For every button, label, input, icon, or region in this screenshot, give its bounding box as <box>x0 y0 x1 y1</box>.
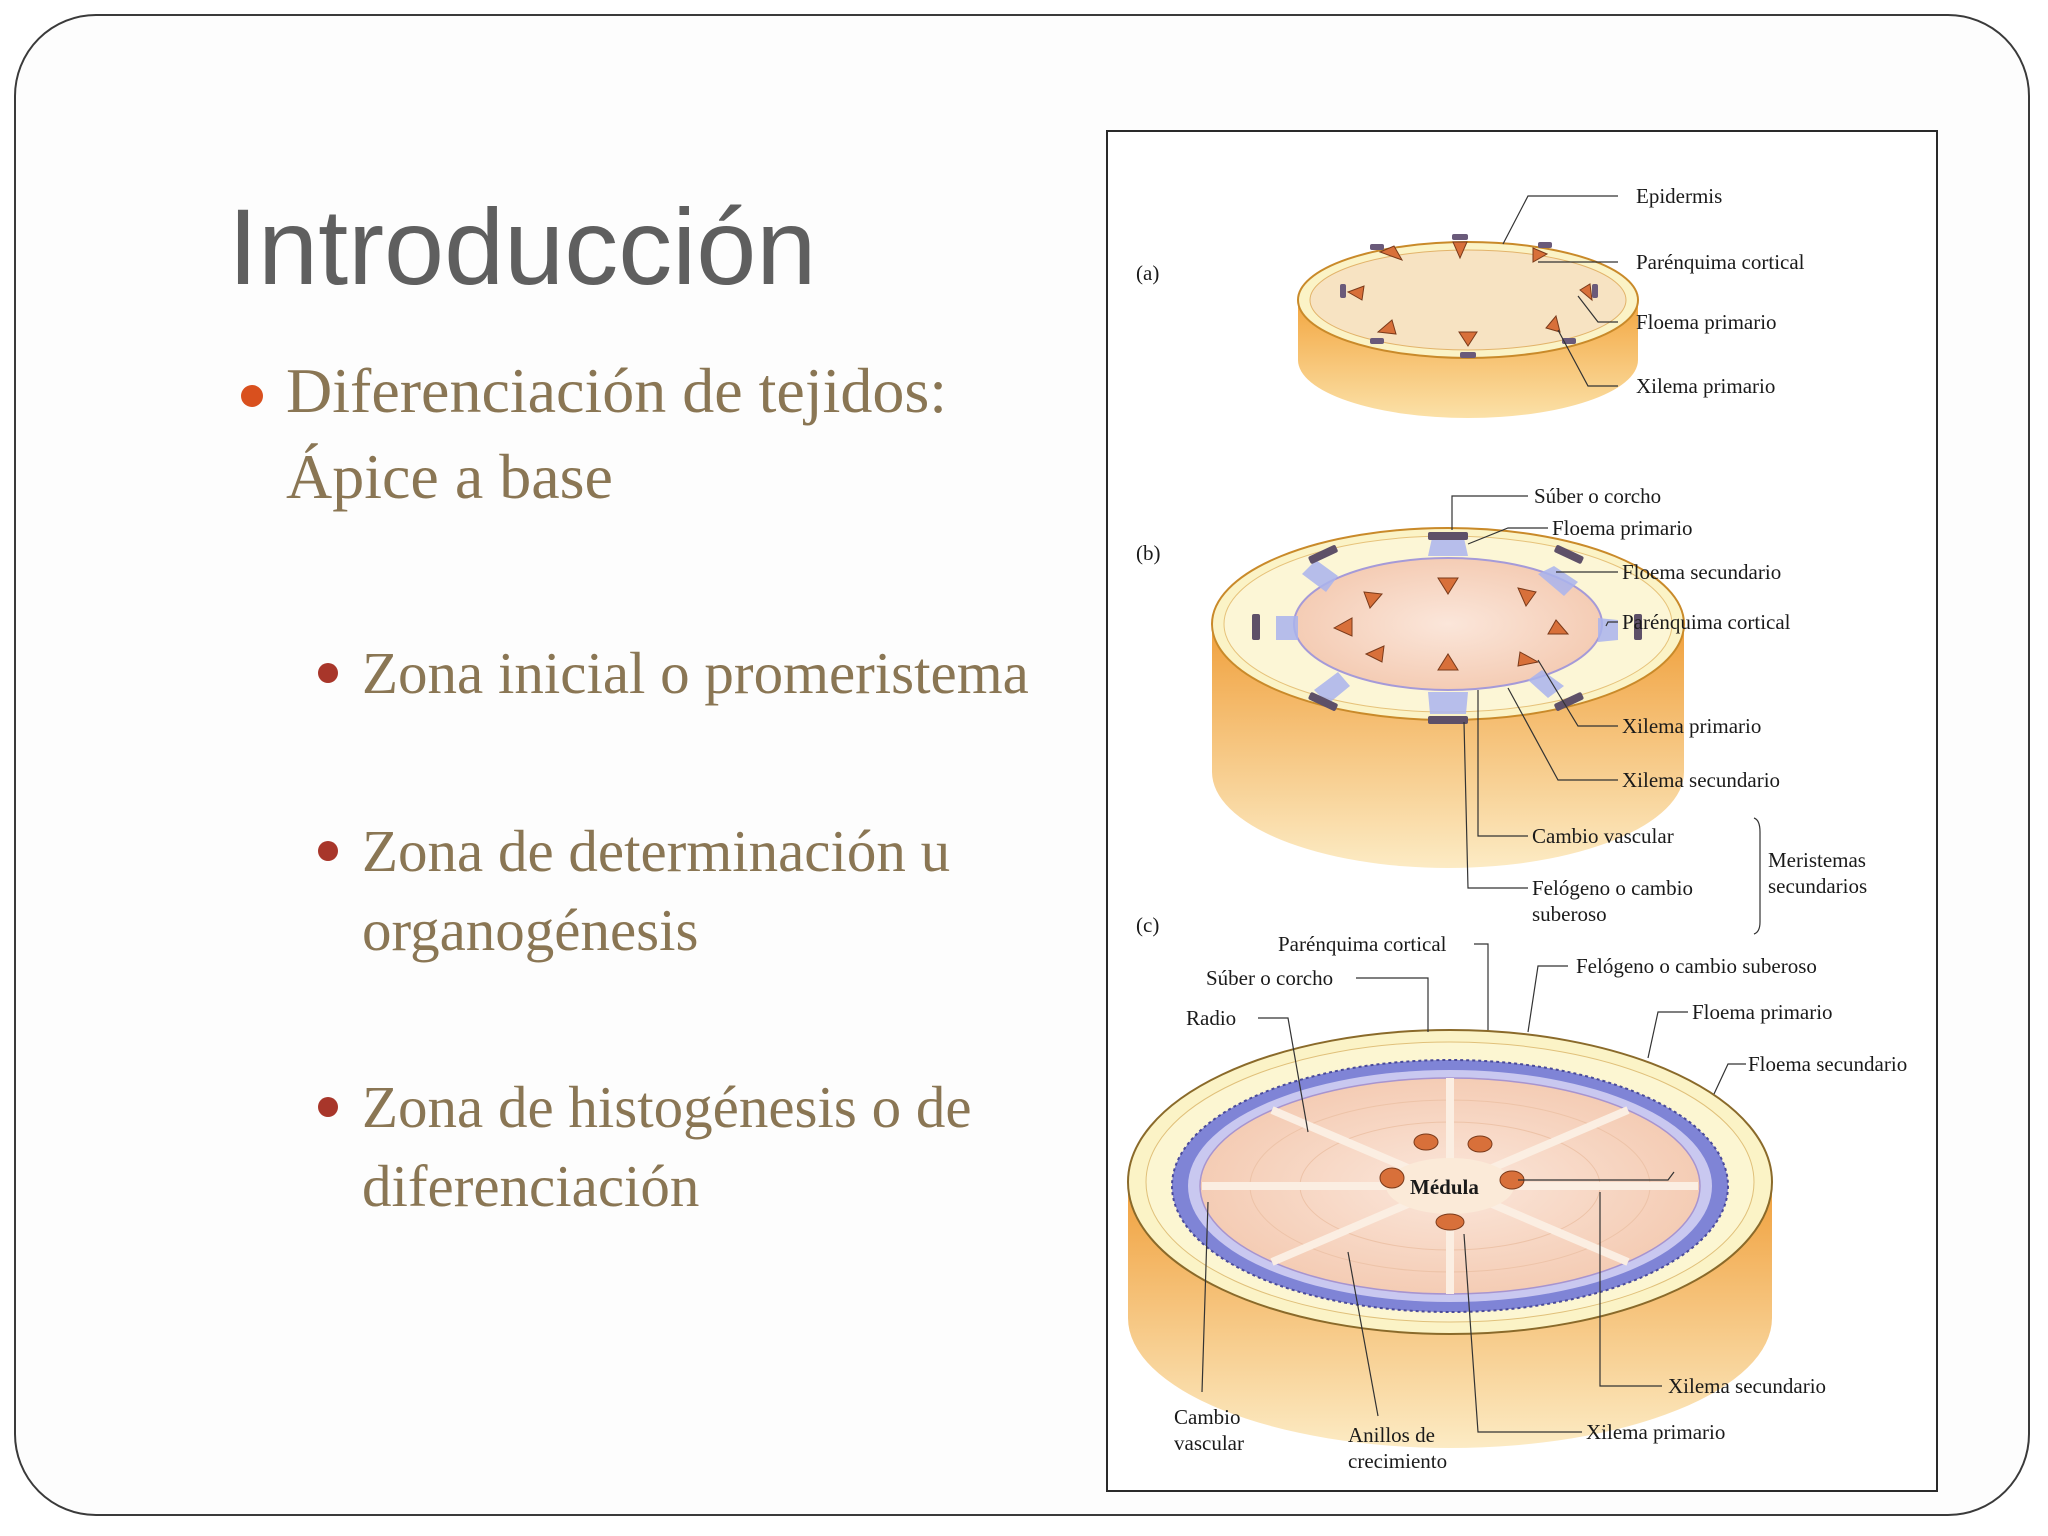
sub-bullet-2-line1: Zona de determinación u <box>362 818 951 884</box>
sub-bullet-text: Zona de histogénesis o de diferenciación <box>362 1068 1122 1226</box>
phloem-caps-a <box>1340 234 1598 358</box>
label-felogeno-c: Felógeno o cambio suberoso <box>1576 954 1817 978</box>
sub-bullet-3-line2: diferenciación <box>362 1153 700 1219</box>
leader-floema-a <box>1577 295 1618 323</box>
label-anillos: Anillos de <box>1348 1423 1435 1447</box>
cork-caps-b <box>1252 532 1642 724</box>
medula <box>1386 1158 1514 1214</box>
leader-medula-line <box>1518 1171 1675 1181</box>
slide: Introducción Diferenciación de tejidos: … <box>14 14 2030 1516</box>
leader-cambio-c <box>1201 1201 1209 1393</box>
main-bullet-text: Diferenciación de tejidos: Ápice a base <box>286 348 1086 520</box>
panel-a: (a) <box>1136 184 1805 418</box>
label-parenquima-cortical-b: Parénquima cortical <box>1622 610 1791 634</box>
leader-radio-c <box>1258 1017 1309 1133</box>
label-meristemas: Meristemas <box>1768 848 1866 872</box>
leader-parenquima-c <box>1474 943 1489 1030</box>
label-epidermis: Epidermis <box>1636 184 1722 208</box>
label-floema-primario-a: Floema primario <box>1636 310 1777 334</box>
main-bullet-line2: Ápice a base <box>286 441 613 512</box>
label-radio: Radio <box>1186 1006 1236 1030</box>
sub-bullet-dot <box>318 1097 338 1117</box>
leader-xilema2-c <box>1599 1192 1662 1387</box>
label-floema-secundario-b: Floema secundario <box>1622 560 1781 584</box>
leader-cambio-b <box>1477 690 1528 837</box>
label-suberoso-b: suberoso <box>1532 902 1607 926</box>
label-xilema-secundario-b: Xilema secundario <box>1622 768 1780 792</box>
leader-xilema1-c <box>1463 1233 1582 1433</box>
slide-title: Introducción <box>228 186 817 307</box>
leader-epidermis <box>1502 195 1618 245</box>
bracket-meristemas <box>1753 817 1761 935</box>
label-crecimiento: crecimiento <box>1348 1449 1447 1473</box>
label-parenquima-cortical-a: Parénquima cortical <box>1636 250 1805 274</box>
label-xilema-primario-c: Xilema primario <box>1586 1420 1725 1444</box>
stem-diagram: (a) <box>1127 184 1907 1473</box>
leader-anillos-c <box>1347 1251 1379 1417</box>
label-suber-b: Súber o corcho <box>1534 484 1661 508</box>
bullet-dot <box>241 385 263 407</box>
sub-bullet-text: Zona inicial o promeristema <box>362 634 1122 713</box>
label-secundarios: secundarios <box>1768 874 1867 898</box>
leader-xilema1-b <box>1537 659 1618 727</box>
sub-bullet-dot <box>318 841 338 861</box>
label-felogeno-b: Felógeno o cambio <box>1532 876 1693 900</box>
label-floema-primario-c: Floema primario <box>1692 1000 1833 1024</box>
panel-a-tag: (a) <box>1136 261 1159 285</box>
panel-b: (b) <box>1136 484 1867 935</box>
panel-c-tag: (c) <box>1136 913 1159 937</box>
stem-cross-section-figure: (a) <box>1106 130 1938 1492</box>
label-suber-c: Súber o corcho <box>1206 966 1333 990</box>
sub-bullet-text: Zona de determinación u organogénesis <box>362 812 1122 970</box>
panel-c: (c) <box>1127 913 1907 1473</box>
vascular-bundles-b <box>1332 577 1570 671</box>
leader-parenquima-b <box>1605 621 1618 627</box>
label-medula: Médula <box>1410 1175 1479 1199</box>
leader-felogeno-c <box>1527 965 1568 1033</box>
leader-felogeno-b <box>1463 721 1528 889</box>
label-floema-primario-b: Floema primario <box>1552 516 1693 540</box>
label-xilema-secundario-c: Xilema secundario <box>1668 1374 1826 1398</box>
sub-bullet-2-line2: organogénesis <box>362 897 699 963</box>
label-cambio-c: Cambio <box>1174 1405 1241 1429</box>
main-bullet-line1: Diferenciación de tejidos: <box>286 355 948 426</box>
label-vascular-c: vascular <box>1174 1431 1244 1455</box>
label-xilema-primario-b: Xilema primario <box>1622 714 1761 738</box>
label-floema-secundario-c: Floema secundario <box>1748 1052 1907 1076</box>
leader-xilema2-b <box>1507 687 1618 781</box>
vascular-bundles-a <box>1346 241 1593 347</box>
sub-bullet-dot <box>318 663 338 683</box>
leader-xilema-a <box>1557 329 1618 387</box>
label-cambio-vascular-b: Cambio vascular <box>1532 824 1674 848</box>
leader-suber-c <box>1356 977 1429 1032</box>
sub-bullet-3-line1: Zona de histogénesis o de <box>362 1074 972 1140</box>
leader-floema1-b <box>1467 527 1548 545</box>
leader-floema1-c <box>1647 1011 1688 1059</box>
secondary-phloem-b <box>1276 538 1618 714</box>
label-xilema-primario-a: Xilema primario <box>1636 374 1775 398</box>
leader-suber-b <box>1451 495 1528 530</box>
leader-floema2-c <box>1713 1063 1746 1095</box>
primary-xylem-c <box>1379 1133 1525 1231</box>
sub-bullet-1-line1: Zona inicial o promeristema <box>362 640 1029 706</box>
panel-b-tag: (b) <box>1136 541 1161 565</box>
label-parenquima-cortical-c: Parénquima cortical <box>1278 932 1447 956</box>
